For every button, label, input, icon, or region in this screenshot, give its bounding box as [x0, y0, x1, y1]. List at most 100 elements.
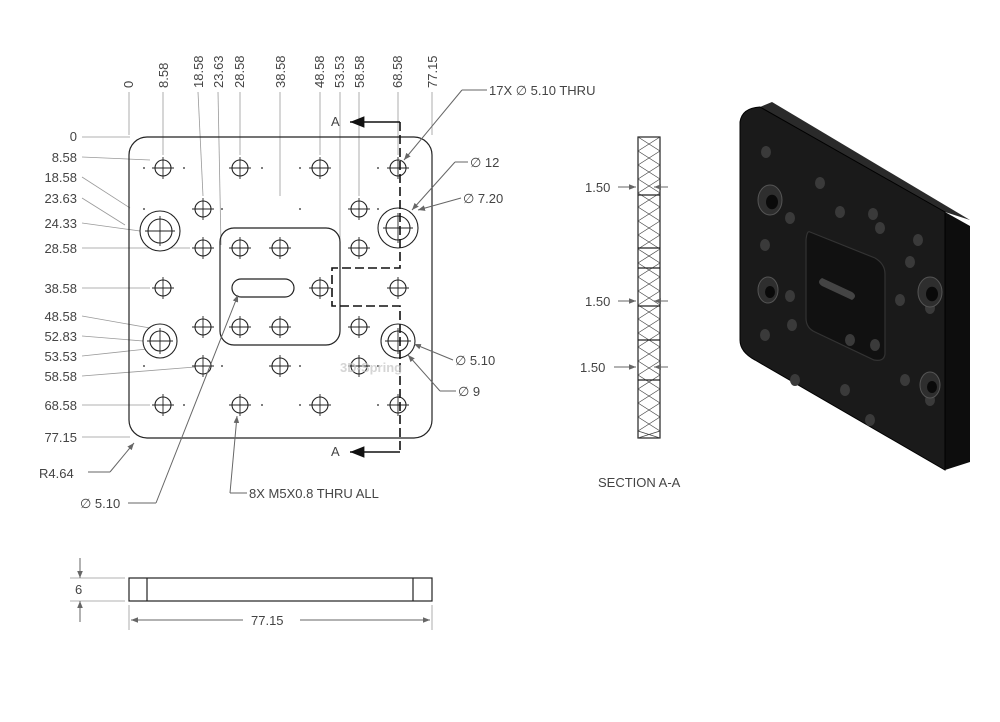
side-thickness: 6 [75, 582, 82, 597]
x-dim-77.15: 77.15 [425, 55, 440, 88]
hatch-line [637, 402, 661, 418]
section-dim-2: 1.50 [585, 294, 610, 309]
y-dim-52.83: 52.83 [44, 329, 77, 344]
section-outline [637, 136, 661, 439]
section-dim-1: 1.50 [585, 180, 610, 195]
y-dim-23.63: 23.63 [44, 191, 77, 206]
hatch-line [637, 164, 661, 180]
hatch-line [637, 374, 661, 390]
iso-hole [865, 414, 875, 426]
center-dot [183, 404, 185, 406]
section-dim-3: 1.50 [580, 360, 605, 375]
x-dim-8.58: 8.58 [156, 63, 171, 88]
hatch-line [637, 262, 661, 278]
callout-dia-7.20: ∅ 7.20 [463, 191, 503, 206]
x-dim-28.58: 28.58 [232, 55, 247, 88]
hatch-line [637, 178, 661, 194]
y-dim-68.58: 68.58 [44, 398, 77, 413]
plate-outline [128, 136, 433, 439]
iso-hole [845, 334, 855, 346]
x-dimension-labels: 0 8.58 18.58 23.63 28.58 38.58 48.58 53.… [121, 55, 440, 88]
iso-hole [870, 339, 880, 351]
center-dot [143, 208, 145, 210]
hatch-line [637, 136, 661, 152]
y-dim-38.58: 38.58 [44, 281, 77, 296]
iso-counterbore-inner [927, 381, 937, 393]
y-dim-53.53: 53.53 [44, 349, 77, 364]
thru-holes [154, 159, 407, 414]
x-dim-0: 0 [121, 81, 136, 88]
y-dim-18.58: 18.58 [44, 170, 77, 185]
callout-thru-holes: 17X ∅ 5.10 THRU [489, 83, 595, 98]
center-dot [261, 404, 263, 406]
iso-hole [895, 294, 905, 306]
hatch-line [637, 318, 661, 334]
side-view: 6 77.15 [70, 558, 433, 630]
hatch-line [637, 234, 661, 250]
hatch-line [637, 150, 661, 166]
y-dim-77.15: 77.15 [44, 430, 77, 445]
x-dim-48.58: 48.58 [312, 55, 327, 88]
center-dot [261, 167, 263, 169]
y-dim-58.58: 58.58 [44, 369, 77, 384]
iso-hole [905, 256, 915, 268]
center-dot [143, 365, 145, 367]
y-dim-28.58: 28.58 [44, 241, 77, 256]
callout-dia-9: ∅ 9 [458, 384, 480, 399]
iso-hole [900, 374, 910, 386]
hatch-line [637, 276, 661, 292]
side-width: 77.15 [251, 613, 284, 628]
iso-hole [785, 290, 795, 302]
iso-hole [785, 212, 795, 224]
iso-hole [760, 329, 770, 341]
y-dim-8.58: 8.58 [52, 150, 77, 165]
hole-crosshairs [145, 157, 413, 416]
section-mark-top: A [331, 114, 340, 129]
iso-counterbore-inner [926, 286, 938, 302]
callout-dia-5.10-right: ∅ 5.10 [455, 353, 495, 368]
iso-hole [875, 222, 885, 234]
center-dot [143, 167, 145, 169]
callouts: 17X ∅ 5.10 THRU ∅ 12 ∅ 7.20 ∅ 5.10 ∅ 9 R… [39, 83, 595, 511]
iso-counterbore-inner [765, 286, 775, 298]
x-dim-58.58: 58.58 [352, 55, 367, 88]
hatch-line [637, 360, 661, 376]
section-steps [638, 194, 660, 381]
y-dimension-labels: 0 8.58 18.58 23.63 24.33 28.58 38.58 48.… [44, 129, 77, 445]
side-outline [128, 577, 433, 602]
x-dim-23.63: 23.63 [211, 55, 226, 88]
iso-counterbore-inner [766, 194, 778, 210]
section-view: 1.50 1.50 1.50 SECTION A-A [580, 136, 681, 490]
counterbore-holes [139, 207, 419, 359]
hatch-line [637, 430, 661, 439]
hatch-line [637, 206, 661, 222]
iso-hole [913, 234, 923, 246]
iso-hole [835, 206, 845, 218]
watermark: 3D-Spring [340, 360, 402, 375]
center-dot [299, 404, 301, 406]
top-view: 0 8.58 18.58 23.63 28.58 38.58 48.58 53.… [39, 55, 595, 511]
iso-hole [868, 208, 878, 220]
iso-hole [790, 374, 800, 386]
hatch-line [637, 346, 661, 362]
hatch-line [637, 290, 661, 306]
hatch-line [637, 388, 661, 404]
center-dot [221, 365, 223, 367]
section-hatching [637, 136, 661, 439]
iso-hole [760, 239, 770, 251]
callout-dia-5.10-left: ∅ 5.10 [80, 496, 120, 511]
y-extension-lines [81, 136, 196, 438]
x-dim-53.53: 53.53 [332, 55, 347, 88]
x-dim-38.58: 38.58 [273, 55, 288, 88]
section-mark-bottom: A [331, 444, 340, 459]
callout-radius: R4.64 [39, 466, 74, 481]
center-dot [299, 365, 301, 367]
center-dot [183, 167, 185, 169]
hatch-line [637, 304, 661, 320]
section-title: SECTION A-A [598, 475, 681, 490]
x-dim-18.58: 18.58 [191, 55, 206, 88]
center-pocket [219, 227, 341, 346]
iso-hole [840, 384, 850, 396]
x-dim-68.58: 68.58 [390, 55, 405, 88]
